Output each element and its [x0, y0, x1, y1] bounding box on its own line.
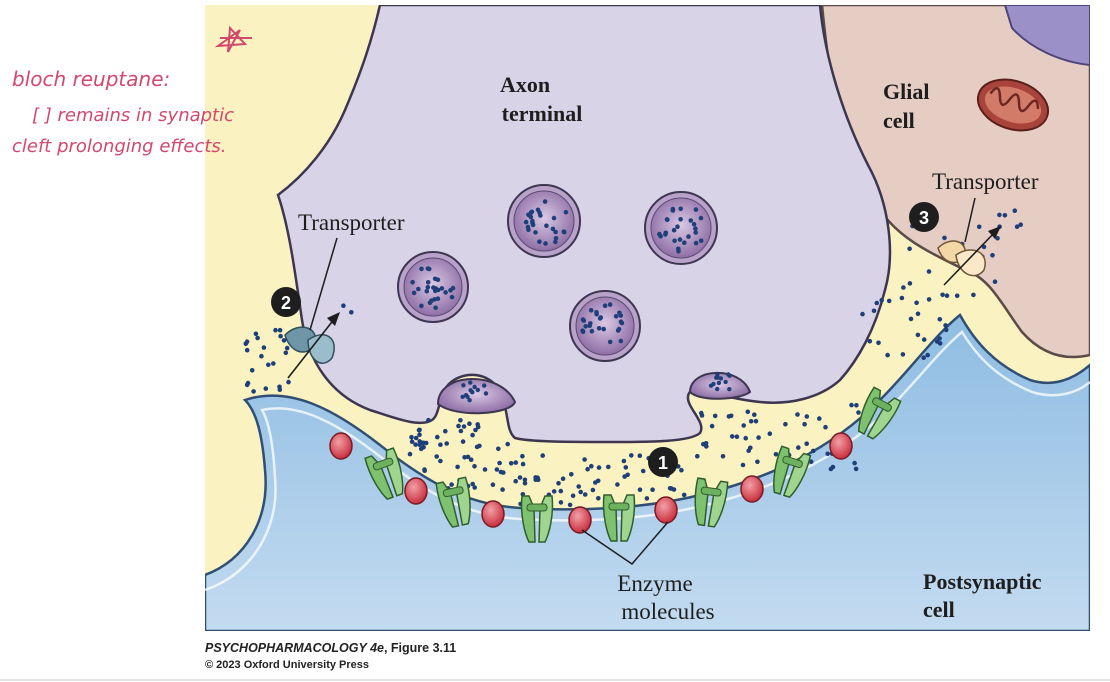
mitochondrion — [976, 78, 1050, 132]
enzyme-molecule — [404, 477, 428, 505]
transporter-right-arrowhead — [988, 226, 1001, 239]
handwritten-note-line2: [ ] remains in synaptic — [32, 105, 234, 126]
receptor-channel — [857, 386, 902, 440]
svg-text:1: 1 — [658, 453, 668, 473]
receptor-channel — [364, 447, 404, 501]
enzyme-molecule — [740, 475, 764, 503]
receptor-channel — [694, 477, 729, 528]
synaptic-vesicle — [569, 290, 641, 362]
transporter-right-arrow — [943, 231, 996, 286]
glial-nucleus — [1003, 5, 1090, 67]
svg-text:3: 3 — [919, 208, 929, 228]
receptors — [364, 386, 902, 543]
transporter-left-protein — [284, 326, 335, 364]
receptor-channel — [520, 495, 554, 543]
synaptic-vesicle — [397, 251, 469, 323]
transporter-right-protein — [937, 240, 986, 277]
postsynaptic-inner-membrane — [205, 330, 1090, 592]
transporter-left-arrow — [287, 317, 336, 379]
axon-terminal — [276, 5, 892, 444]
axon-terminal-label-line1: Axon — [500, 72, 550, 97]
transporter-right-label: Transporter — [932, 169, 1039, 194]
transporter-left-label: Transporter — [298, 210, 405, 235]
star-doodle-icon — [214, 25, 252, 53]
axon-terminal-label-line2: terminal — [502, 101, 583, 126]
figure-caption-title: PSYCHOPHARMACOLOGY 4e, Figure 3.11 — [205, 641, 456, 655]
transporter-left-arrowhead — [327, 312, 340, 326]
synaptic-vesicle — [644, 191, 718, 265]
docked-vesicle-left — [436, 378, 517, 415]
enzyme-molecule — [568, 506, 592, 534]
figure-panel: 1 2 3 Axon terminal Glial cell Transport… — [205, 5, 1090, 631]
receptor-channel — [602, 494, 636, 542]
figure-caption-copyright: © 2023 Oxford University Press — [205, 659, 369, 671]
enzyme-label-line1: Enzyme — [617, 571, 692, 596]
marker-3: 3 — [909, 202, 939, 232]
marker-1: 1 — [648, 447, 678, 477]
enzyme-leader-lines — [581, 521, 669, 565]
docked-vesicle-right — [688, 371, 752, 400]
receptor-channel — [773, 445, 812, 499]
synaptic-vesicle — [507, 184, 581, 258]
handwritten-note-line1: bloch reuptane: — [12, 67, 170, 91]
enzyme-molecules — [329, 432, 853, 534]
svg-text:2: 2 — [281, 293, 291, 313]
marker-2: 2 — [271, 287, 301, 317]
transporter-right-leader — [964, 197, 976, 243]
receptor-channel — [435, 476, 471, 528]
postsynaptic-label-line1: Postsynaptic — [923, 569, 1042, 594]
glial-cell-label-line1: Glial — [883, 79, 929, 104]
glial-cell-label-line2: cell — [883, 108, 915, 133]
transporter-left-leader — [309, 237, 338, 331]
enzyme-molecule — [481, 500, 505, 528]
enzyme-molecule — [329, 432, 353, 460]
enzyme-label-line2: molecules — [621, 599, 714, 624]
handwritten-note-line3: cleft prolonging effects. — [12, 136, 227, 157]
enzyme-molecule — [829, 432, 853, 460]
enzyme-molecule — [654, 496, 678, 524]
postsynaptic-label-line2: cell — [923, 597, 955, 622]
synaptic-vesicles — [397, 184, 732, 403]
